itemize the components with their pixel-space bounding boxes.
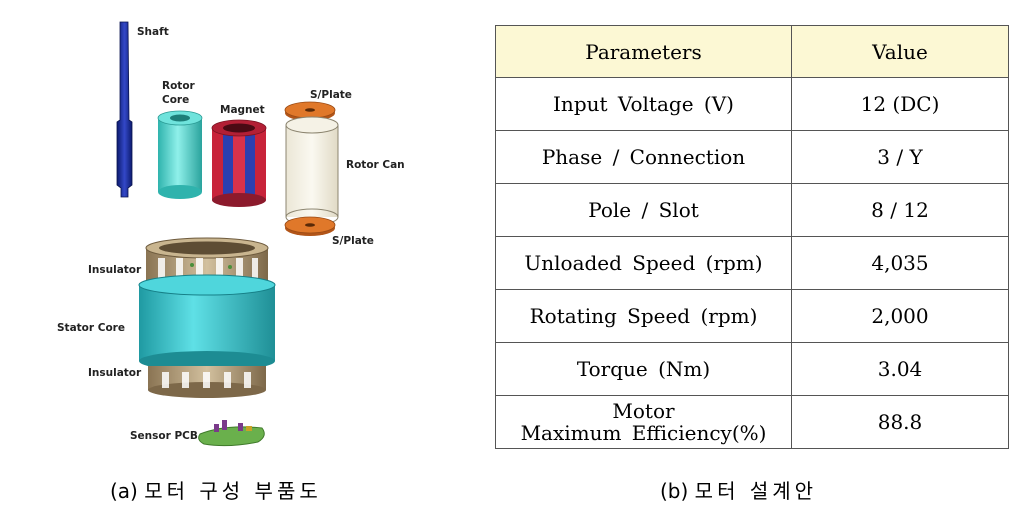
caption-a-text: 모터 구성 부품도 bbox=[144, 479, 322, 503]
label-splate-top: S/Plate bbox=[310, 89, 352, 101]
table-row: Motor Maximum Efficiency(%) 88.8 bbox=[495, 395, 1009, 449]
label-magnet: Magnet bbox=[220, 104, 265, 116]
label-rotor-core-1: Rotor bbox=[162, 80, 196, 92]
magnet-part bbox=[211, 119, 267, 207]
label-insulator-top: Insulator bbox=[88, 264, 142, 276]
rotor-core-part bbox=[157, 110, 203, 199]
param-cell: Input Voltage (V) bbox=[495, 77, 792, 131]
table-row: Pole / Slot 8 / 12 bbox=[495, 183, 1009, 237]
param-cell-efficiency: Motor Maximum Efficiency(%) bbox=[495, 395, 792, 449]
rotor-can-part bbox=[285, 116, 339, 226]
value-cell: 2,000 bbox=[791, 289, 1009, 343]
table-header-row: Parameters Value bbox=[495, 25, 1009, 78]
table-row: Torque (Nm) 3.04 bbox=[495, 342, 1009, 396]
value-cell: 8 / 12 bbox=[791, 183, 1009, 237]
param-cell: Phase / Connection bbox=[495, 130, 792, 184]
stator-core-part bbox=[138, 274, 276, 371]
header-parameters: Parameters bbox=[495, 25, 792, 78]
label-shaft: Shaft bbox=[137, 26, 169, 38]
value-cell: 4,035 bbox=[791, 236, 1009, 290]
caption-b-prefix: (b) bbox=[660, 479, 689, 503]
motor-parameters-table: Parameters Value Input Voltage (V) 12 (D… bbox=[495, 25, 1009, 449]
table-row: Phase / Connection 3 / Y bbox=[495, 130, 1009, 184]
label-splate-bottom: S/Plate bbox=[332, 235, 374, 247]
value-cell: 88.8 bbox=[791, 395, 1009, 449]
label-insulator-bottom: Insulator bbox=[88, 367, 142, 379]
label-rotor-core-2: Core bbox=[162, 94, 189, 106]
table-row: Input Voltage (V) 12 (DC) bbox=[495, 77, 1009, 131]
motor-exploded-diagram: Shaft Rotor Core Magnet S/Plate Rotor Ca… bbox=[57, 21, 405, 447]
param-cell: Rotating Speed (rpm) bbox=[495, 289, 792, 343]
label-rotor-can: Rotor Can bbox=[346, 159, 405, 171]
label-stator-core: Stator Core bbox=[57, 322, 125, 334]
header-value: Value bbox=[791, 25, 1009, 78]
splate-bottom-part bbox=[284, 216, 336, 236]
value-cell: 3 / Y bbox=[791, 130, 1009, 184]
value-cell: 3.04 bbox=[791, 342, 1009, 396]
sensor-pcb-part bbox=[198, 420, 265, 447]
caption-a-prefix: (a) bbox=[110, 479, 138, 503]
param-cell: Pole / Slot bbox=[495, 183, 792, 237]
table-row: Unloaded Speed (rpm) 4,035 bbox=[495, 236, 1009, 290]
param-line-1: Motor bbox=[612, 399, 675, 423]
param-line-2: Maximum Efficiency(%) bbox=[520, 421, 767, 445]
label-sensor-pcb: Sensor PCB bbox=[130, 430, 198, 442]
param-cell: Torque (Nm) bbox=[495, 342, 792, 396]
param-cell: Unloaded Speed (rpm) bbox=[495, 236, 792, 290]
value-cell: 12 (DC) bbox=[791, 77, 1009, 131]
caption-b-text: 모터 설계안 bbox=[694, 479, 818, 503]
splate-top-part bbox=[284, 101, 336, 121]
caption-a: (a) 모터 구성 부품도 bbox=[110, 475, 322, 504]
shaft-part bbox=[116, 21, 133, 198]
table-row: Rotating Speed (rpm) 2,000 bbox=[495, 289, 1009, 343]
caption-b: (b) 모터 설계안 bbox=[660, 475, 817, 504]
insulator-bottom-part bbox=[148, 366, 266, 398]
